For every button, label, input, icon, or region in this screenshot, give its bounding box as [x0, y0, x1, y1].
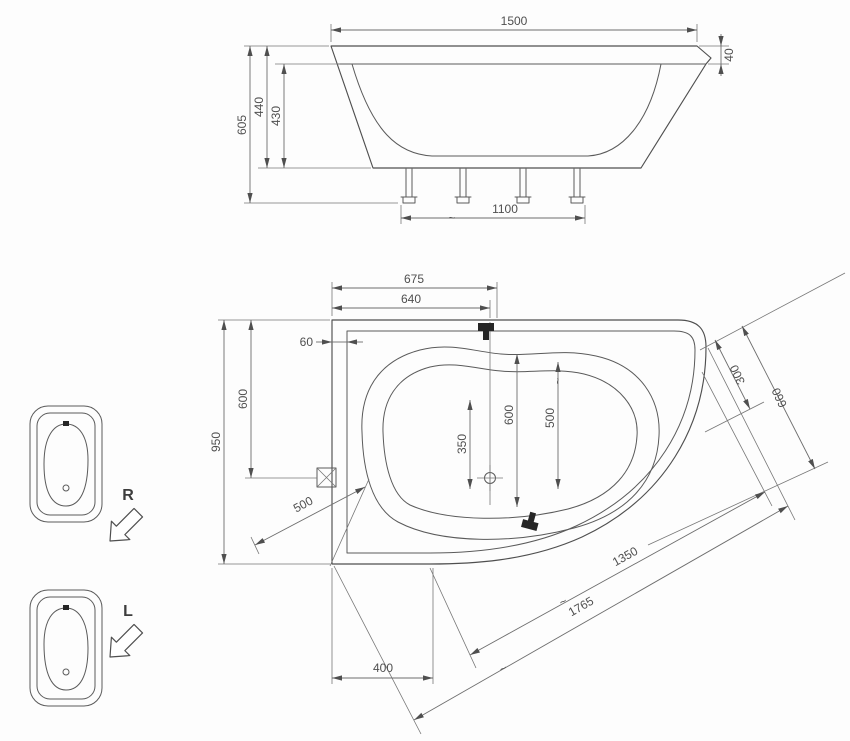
dim-top-width: 1500: [330, 14, 698, 42]
dim-left-rim: 60: [300, 335, 363, 349]
dim-tap-inner: 640: [332, 292, 491, 318]
dim-label-430: 430: [269, 106, 283, 126]
dim-label-500-basin: 500: [543, 408, 557, 428]
dim-label-1765: 1765: [566, 594, 596, 620]
dim-body-height: 440: [252, 46, 371, 169]
dim-label-950: 950: [209, 432, 223, 452]
tub-legs: [400, 168, 586, 204]
thumb-tap-left: [63, 605, 69, 610]
approx-glyph: ~: [496, 661, 509, 677]
dim-total-height: 605: [235, 45, 398, 204]
thumb-drain-right: [62, 484, 70, 492]
dim-basin-c: 350: [455, 400, 473, 489]
side-elevation-view: 1500 605 440 430 40 ~ 110: [235, 14, 736, 225]
dim-label-660: 660: [769, 385, 790, 409]
thumb-basin-left-group: [43, 605, 89, 691]
variant-right-arrow: R: [109, 487, 144, 542]
dim-basin-a: 600: [502, 354, 520, 507]
dim-label-675: 675: [404, 272, 424, 286]
drain-symbol: [477, 465, 503, 491]
plan-view: 675 640 60 950 600 300: [209, 272, 846, 735]
dim-overflow-offset: 600: [236, 320, 317, 479]
thumb-basin-left: [43, 607, 89, 691]
dim-label-40: 40: [722, 48, 736, 62]
dim-label-600-left: 600: [236, 389, 250, 409]
dim-label-300: 300: [727, 362, 748, 386]
variant-left-arrow: L: [109, 603, 144, 658]
arrow-left-variant-icon: [109, 623, 144, 658]
overflow-symbol: [316, 467, 337, 488]
dim-tap-outer: 675: [331, 272, 498, 318]
variant-right-thumbnail: [29, 405, 103, 523]
dim-total-depth: 950: [209, 319, 330, 565]
dim-label-350-basin: 350: [455, 434, 469, 454]
dim-label-440: 440: [252, 97, 266, 117]
approx-glyph: ~: [551, 377, 565, 384]
dim-diag-width-a: 660: [741, 325, 816, 470]
arrow-right-variant-icon: [109, 507, 144, 542]
tub-plan-outer-outline: [331, 319, 707, 565]
dim-leg-span: ~ 1100: [400, 202, 586, 225]
dim-label-1100: 1100: [492, 202, 518, 216]
basin-bottom-outline: [382, 364, 638, 519]
tub-side-inner-lines: [337, 63, 707, 157]
dim-label-400: 400: [373, 661, 393, 675]
dim-label-640: 640: [401, 292, 421, 306]
dim-shell-height: 430: [269, 63, 340, 168]
tub-plan-rim-outline: [346, 330, 696, 554]
dim-diag-width-b: 300: [714, 339, 751, 410]
dim-rim-right: 40: [699, 34, 736, 76]
basin-outline: [361, 346, 660, 540]
thumb-drain-left: [62, 668, 70, 676]
thumb-tap-right: [63, 421, 69, 426]
dim-label-1350: 1350: [610, 544, 640, 569]
dim-label-1500: 1500: [501, 14, 528, 28]
tap-symbol-bottom: [521, 511, 539, 532]
dim-label-60: 60: [300, 335, 314, 349]
dim-basin-b: ~ 500: [543, 362, 565, 489]
approx-glyph: ~: [448, 211, 455, 225]
variant-left-label: L: [123, 603, 133, 620]
dim-corner-segment: 500: [254, 486, 366, 546]
variant-left-thumbnail: [29, 589, 103, 707]
dim-diag-length-outer: ~ 1765: [413, 505, 789, 721]
variant-right-label: R: [122, 487, 134, 504]
dim-label-600-basin: 600: [502, 405, 516, 425]
thumb-basin-right: [43, 423, 89, 507]
tap-symbol-top: [478, 323, 494, 340]
dim-bottom-segment: 400: [331, 568, 434, 684]
dim-label-500-corner: 500: [291, 493, 316, 515]
dim-label-605: 605: [235, 115, 249, 135]
